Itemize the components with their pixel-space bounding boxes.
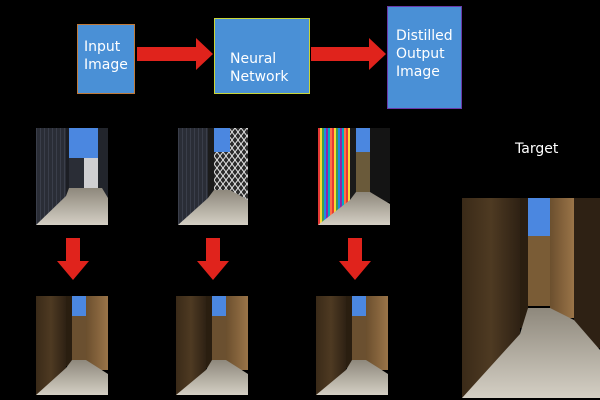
input-scene-1 bbox=[36, 128, 108, 225]
target-scene bbox=[462, 198, 600, 398]
arrow-input-to-network bbox=[137, 38, 213, 70]
input-image-box: Input Image bbox=[77, 24, 135, 94]
arrow-down-1 bbox=[57, 238, 89, 280]
arrow-down-2 bbox=[197, 238, 229, 280]
distilled-output-box: Distilled Output Image bbox=[387, 6, 462, 109]
input-scene-3 bbox=[318, 128, 390, 225]
input-scene-2 bbox=[178, 128, 248, 225]
output-scene-2 bbox=[176, 296, 248, 395]
arrow-down-3 bbox=[339, 238, 371, 280]
arrow-network-to-output bbox=[311, 38, 386, 70]
output-scene-1 bbox=[36, 296, 108, 395]
neural-network-box: Neural Network bbox=[214, 18, 310, 94]
target-label: Target bbox=[515, 141, 559, 157]
output-scene-3 bbox=[316, 296, 388, 395]
